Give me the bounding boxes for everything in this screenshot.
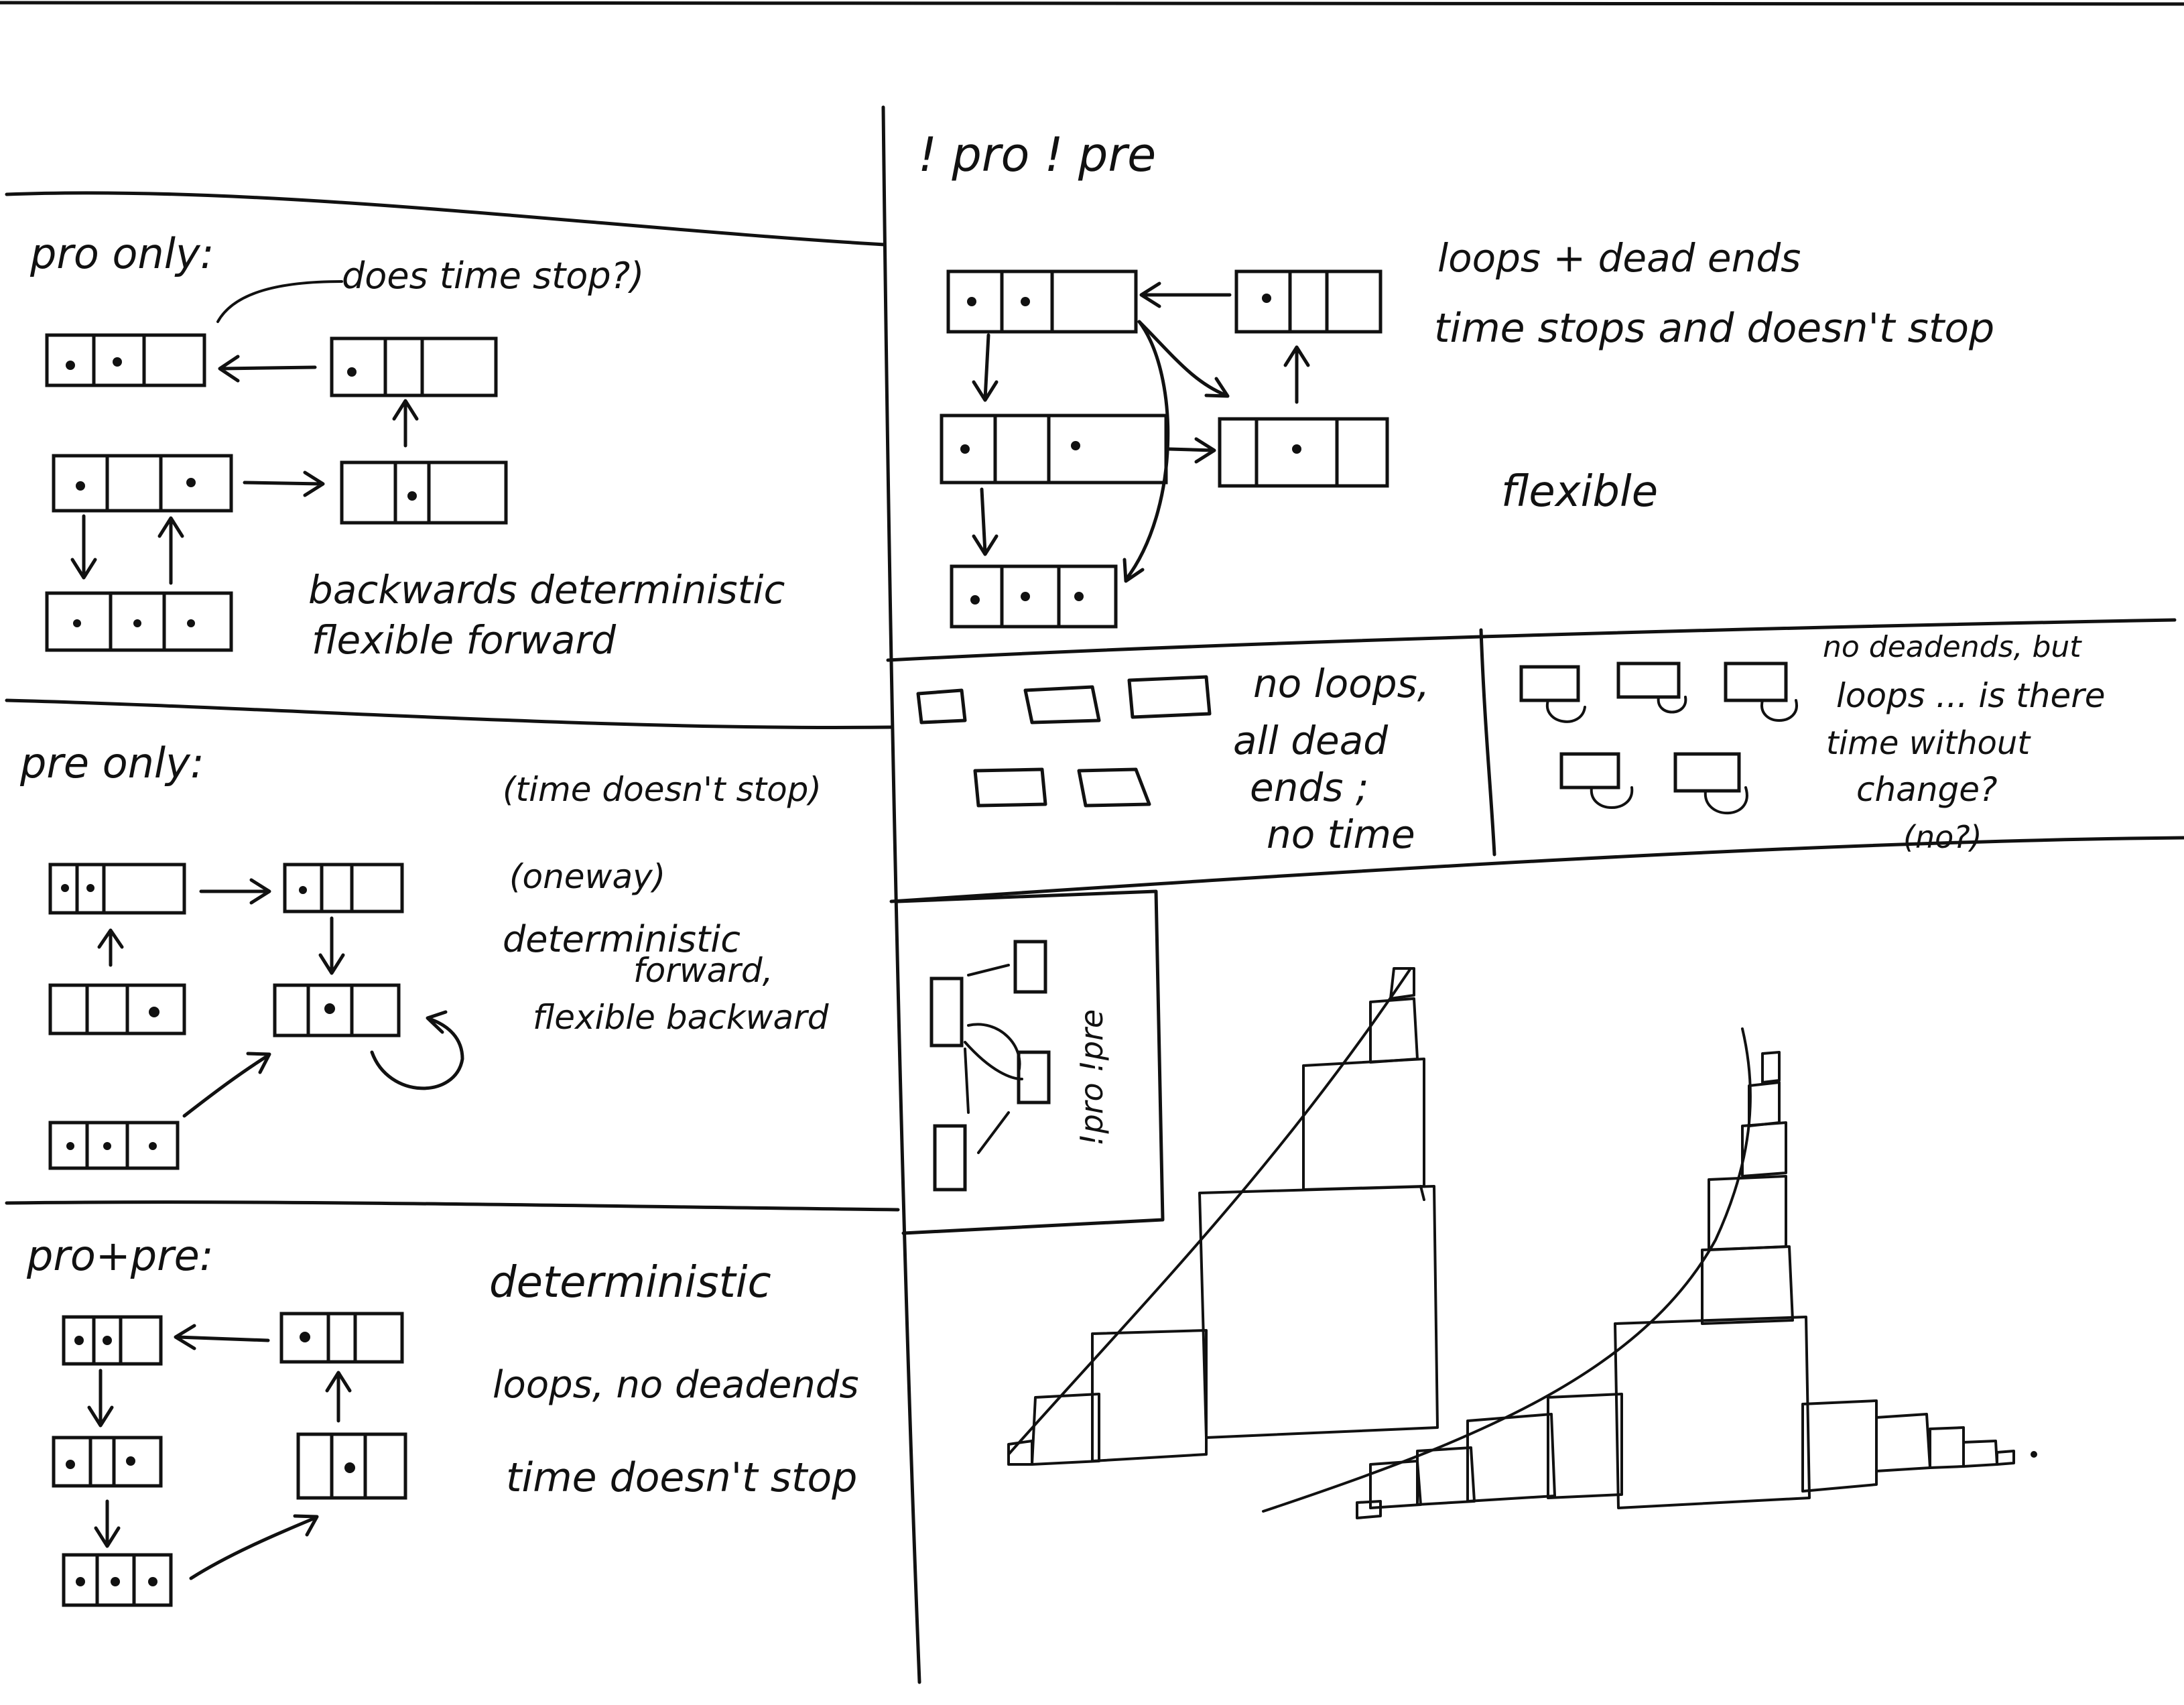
scan-top-edge [0, 1, 2184, 6]
state-box [1218, 417, 1389, 488]
inset-boxes [929, 940, 1051, 1192]
pro-only-caption-1: backwards deterministic [308, 567, 785, 613]
state-box [48, 863, 186, 915]
section-pre-only: pre only: (time doesn't stop) (oneway) d… [19, 739, 829, 1170]
divider-left-lower [5, 1200, 900, 1212]
divider-top-left [5, 191, 887, 247]
state-box [52, 1436, 163, 1488]
section-pro-only: pro only: does time stop?) [29, 229, 785, 663]
state-box [45, 333, 206, 387]
pro-pre-caption-2: loops, no deadends [493, 1363, 859, 1407]
inset-frame [896, 889, 1165, 1235]
divider-vertical-center [881, 105, 921, 1684]
state-box [1234, 269, 1383, 334]
pre-only-note-2: (oneway) [509, 857, 665, 896]
self-loop-states [1519, 661, 1798, 815]
divider-right-small [1479, 628, 1496, 857]
pro-only-heading: pro only: [29, 229, 214, 278]
arrows [97, 878, 464, 1118]
pro-only-note: does time stop?) [342, 255, 644, 297]
not-pro-not-pre-caption-3: flexible [1501, 467, 1658, 517]
note-leader [216, 280, 343, 323]
state-box [946, 269, 1138, 334]
state-box [296, 1432, 407, 1500]
no-loops-caption-3: ends ; [1250, 765, 1368, 810]
no-deadends-caption-5: (no?) [1903, 819, 1982, 855]
state-box [48, 983, 186, 1035]
pre-only-caption-2: forward, [633, 951, 773, 990]
not-pro-not-pre-caption-1: loops + dead ends [1437, 235, 1801, 281]
pre-only-heading: pre only: [19, 739, 204, 787]
section-no-loops: no loops, all dead ends ; no time [916, 661, 1429, 857]
section-no-deadends: no deadends, but loops ... is there time… [1519, 630, 2106, 855]
divider-left-middle [5, 698, 893, 729]
pre-only-note-1: (time doesn't stop) [503, 770, 822, 809]
section-inset: !pro !pre [896, 889, 1165, 1235]
pro-pre-caption-3: time doesn't stop [506, 1454, 857, 1501]
not-pro-not-pre-caption-2: time stops and doesn't stop [1434, 305, 1994, 352]
state-box [45, 591, 233, 652]
pro-pre-caption-1: deterministic [489, 1258, 771, 1308]
arrows [87, 1324, 352, 1580]
state-box [52, 454, 233, 513]
state-box [62, 1553, 173, 1607]
histogram-sketch-right [1262, 1027, 2037, 1519]
section-not-pro-not-pre: ! pro ! pre loops + dead ends time stops… [918, 127, 1994, 629]
state-box [950, 564, 1118, 629]
section-dividers [5, 105, 2184, 1684]
inset-label: !pro !pre [1074, 1009, 1110, 1146]
histogram-sketch-left [1007, 967, 1439, 1466]
state-box [273, 983, 401, 1037]
pre-only-caption-1: deterministic [503, 918, 741, 960]
state-box [283, 863, 404, 913]
arrows [972, 281, 1310, 583]
state-box [940, 414, 1168, 485]
pre-only-caption-3: flexible backward [533, 998, 829, 1037]
no-loops-caption-4: no time [1267, 812, 1415, 857]
divider-right-middle [889, 836, 2184, 903]
state-box [62, 1315, 163, 1366]
no-deadends-caption-3: time without [1826, 724, 2031, 762]
state-box [48, 1121, 180, 1170]
state-box [340, 460, 508, 525]
divider-right-upper [886, 618, 2177, 662]
pro-pre-heading: pro+pre: [26, 1231, 214, 1280]
section-pro-pre: pro+pre: deterministic loops, no deadend… [26, 1231, 859, 1607]
state-box [330, 336, 498, 397]
no-deadends-caption-1: no deadends, but [1823, 630, 2082, 664]
no-loops-caption-1: no loops, [1253, 661, 1429, 706]
state-box [279, 1312, 404, 1364]
not-pro-not-pre-heading: ! pro ! pre [918, 127, 1156, 182]
no-deadends-caption-2: loops ... is there [1836, 676, 2106, 715]
dead-end-states [916, 675, 1212, 808]
pro-only-caption-2: flexible forward [312, 617, 617, 663]
no-loops-caption-2: all dead [1233, 718, 1389, 763]
no-deadends-caption-4: change? [1856, 770, 1998, 809]
arrows [70, 355, 419, 585]
